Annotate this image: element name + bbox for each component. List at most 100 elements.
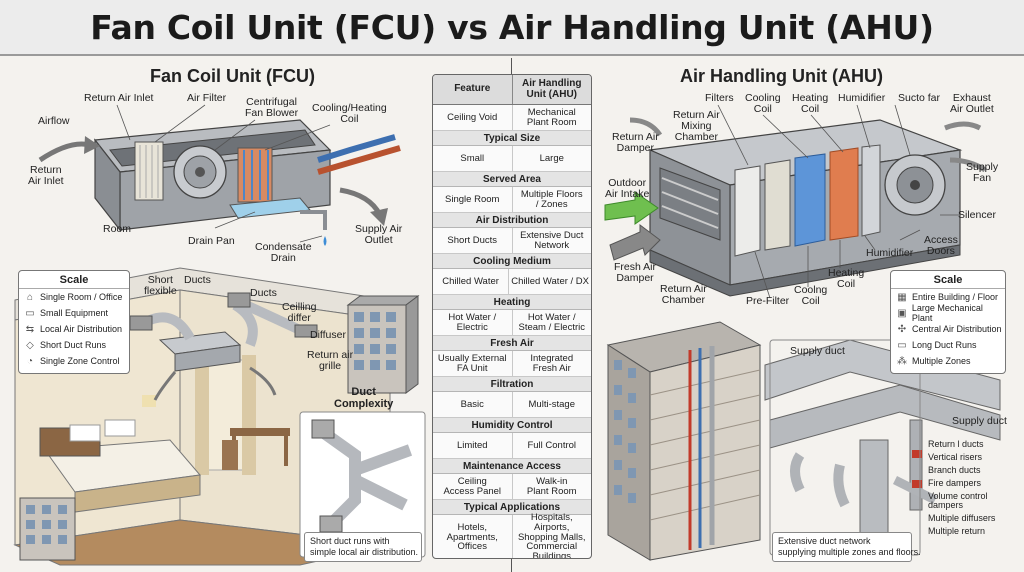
ahu-scale-item: ▦Entire Building / Floor <box>897 291 999 303</box>
table-section-heading: Cooling Medium <box>433 254 591 269</box>
label-return-air-mixing-chamber: Return Air Mixing Chamber <box>673 109 720 144</box>
building-icon: ▦ <box>897 291 907 303</box>
duct-callout: Volume control dampers <box>928 490 988 511</box>
table-cell: Hot Water / Electric <box>448 311 497 333</box>
table-section-heading: Humidity Control <box>433 418 591 433</box>
comparison-table: Feature Air Handling Unit (AHU) Ceiling … <box>432 74 592 559</box>
label-ducts-1: Ducts <box>184 274 211 286</box>
label-centrifugal-fan-blower: Centrifugal Fan Blower <box>245 96 299 120</box>
fcu-small-building <box>19 295 420 561</box>
fcu-caption: Short duct runs with simple local air di… <box>304 532 422 562</box>
label-cooling-heating-coil: Cooling/Heating Coil <box>312 102 387 126</box>
table-cell: Large <box>511 146 592 171</box>
label-outdoor-air-intake: Outdoor Air Intake <box>605 177 650 201</box>
table-cell: Hot Water / Steam / Electric <box>511 310 592 335</box>
duct-callout: Multiple return <box>928 526 986 537</box>
table-cell: Walk-in Plant Room <box>511 474 592 499</box>
fcu-scale-box: Scale ⌂Single Room / Office ▭Small Equip… <box>18 270 130 374</box>
duct-callout: Vertical risers <box>928 451 983 462</box>
label-fresh-air-damper: Fresh Air Damper <box>614 261 657 285</box>
label-air-filter: Air Filter <box>187 92 227 104</box>
duct-callout: Branch ducts <box>928 464 981 475</box>
label-supply-fan: Supply Fan <box>966 161 999 185</box>
table-cell: Chilled Water / DX <box>508 269 591 294</box>
fcu-leader-lines <box>116 104 331 243</box>
table-cell: Extensive Duct Network <box>511 228 592 253</box>
table-row: Small Large <box>433 146 591 172</box>
label-supply-duct-2: Supply duct <box>952 415 1007 427</box>
label-humidifier-bottom: Humidifier <box>866 247 914 259</box>
table-section-heading: Filtration <box>433 377 591 392</box>
fcu-section-title: Fan Coil Unit (FCU) <box>150 66 315 86</box>
label-supply-duct-1: Supply duct <box>790 345 845 357</box>
fcu-duct-complexity-illustration <box>299 411 426 558</box>
duct-callout: Multiple diffusers <box>928 513 996 524</box>
table-cell: Ceiling Void <box>447 111 498 123</box>
table-cell: Limited <box>456 439 488 451</box>
label-ceiling-diffuser: Ceilling differ <box>282 301 317 325</box>
label-sucto-far: Sucto far <box>898 92 941 104</box>
label-cooling-coil-top: Cooling Coil <box>745 92 781 116</box>
fcu-scale-title: Scale <box>19 271 129 289</box>
ahu-scale-item: ✣Central Air Distribution <box>897 323 1002 335</box>
label-condensate-drain: Condensate Drain <box>255 241 312 265</box>
label-return-air-grille: Return air grille <box>307 349 354 373</box>
ahu-scale-box: Scale ▦Entire Building / Floor ▣Large Me… <box>890 270 1006 374</box>
table-section-heading: Typical Size <box>433 131 591 146</box>
table-section-heading: Maintenance Access <box>433 459 591 474</box>
duct-icon: ◇ <box>26 339 34 351</box>
ahu-duct-network-illustration <box>764 339 1001 556</box>
table-cell: Single Room <box>445 193 500 205</box>
central-distribution-icon: ✣ <box>897 323 907 335</box>
ahu-scale-item: ⁂Multiple Zones <box>897 355 971 367</box>
label-ducts-2: Ducts <box>250 287 277 299</box>
fcu-scale-item: ▭Small Equipment <box>25 307 109 319</box>
fcu-scale-item: ⇆Local Air Distribution <box>25 323 123 335</box>
table-cell: Multiple Floors / Zones <box>511 187 592 212</box>
ahu-building-illustration <box>606 321 762 561</box>
label-supply-air-outlet: Supply Air Outlet <box>355 223 403 247</box>
label-humidifier-top: Humidifier <box>838 92 886 104</box>
ahu-scale-title: Scale <box>891 271 1005 289</box>
table-section-heading: Typical Applications <box>433 500 591 515</box>
title-bar: Fan Coil Unit (FCU) vs Air Handling Unit… <box>0 0 1024 56</box>
table-cell: Small <box>460 152 485 164</box>
table-cell: Chilled Water <box>442 275 499 287</box>
zones-icon: ⁂ <box>897 355 907 367</box>
table-row: Hot Water / Electric Hot Water / Steam / … <box>433 310 591 336</box>
label-heating-coil-top: Heating Coil <box>792 92 829 116</box>
ahu-unit-illustration <box>604 117 987 297</box>
house-icon: ⌂ <box>26 291 34 303</box>
label-room: Room <box>103 223 132 235</box>
fcu-scale-item: ◔Single Zone Control <box>19 353 129 369</box>
header-ahu: Air Handling Unit (AHU) <box>511 75 592 104</box>
ahu-section-title: Air Handling Unit (AHU) <box>680 66 883 86</box>
ahu-caption: Extensive duct network supplying multipl… <box>772 532 921 562</box>
table-cell: Integrated Fresh Air <box>511 351 592 376</box>
label-filters: Filters <box>705 92 734 104</box>
duct-callout: Fire dampers <box>928 477 982 488</box>
ahu-scale-item: ▭Long Duct Runs <box>897 339 977 351</box>
label-return-air-chamber: Return Air Chamber <box>660 283 707 307</box>
fcu-scale-item: ⌂Single Room / Office <box>19 289 129 305</box>
header-feature: Feature <box>454 83 491 95</box>
label-access-doors: Access Doors <box>924 234 958 258</box>
label-heating-coil-bottom: Heating Coil <box>828 267 865 291</box>
ahu-leader-lines <box>717 104 960 299</box>
zone-control-icon: ◔ <box>26 355 34 367</box>
equipment-icon: ▭ <box>25 307 35 319</box>
label-pre-filter: Pre-Filter <box>746 295 790 307</box>
long-duct-icon: ▭ <box>897 339 907 351</box>
comparison-table-header: Feature Air Handling Unit (AHU) <box>433 75 591 105</box>
table-row: Chilled Water Chilled Water / DX <box>433 269 591 295</box>
fcu-scale-item: ◇Short Duct Runs <box>19 337 129 353</box>
label-cooling-coil-bottom: Coolng Coil <box>794 284 828 308</box>
